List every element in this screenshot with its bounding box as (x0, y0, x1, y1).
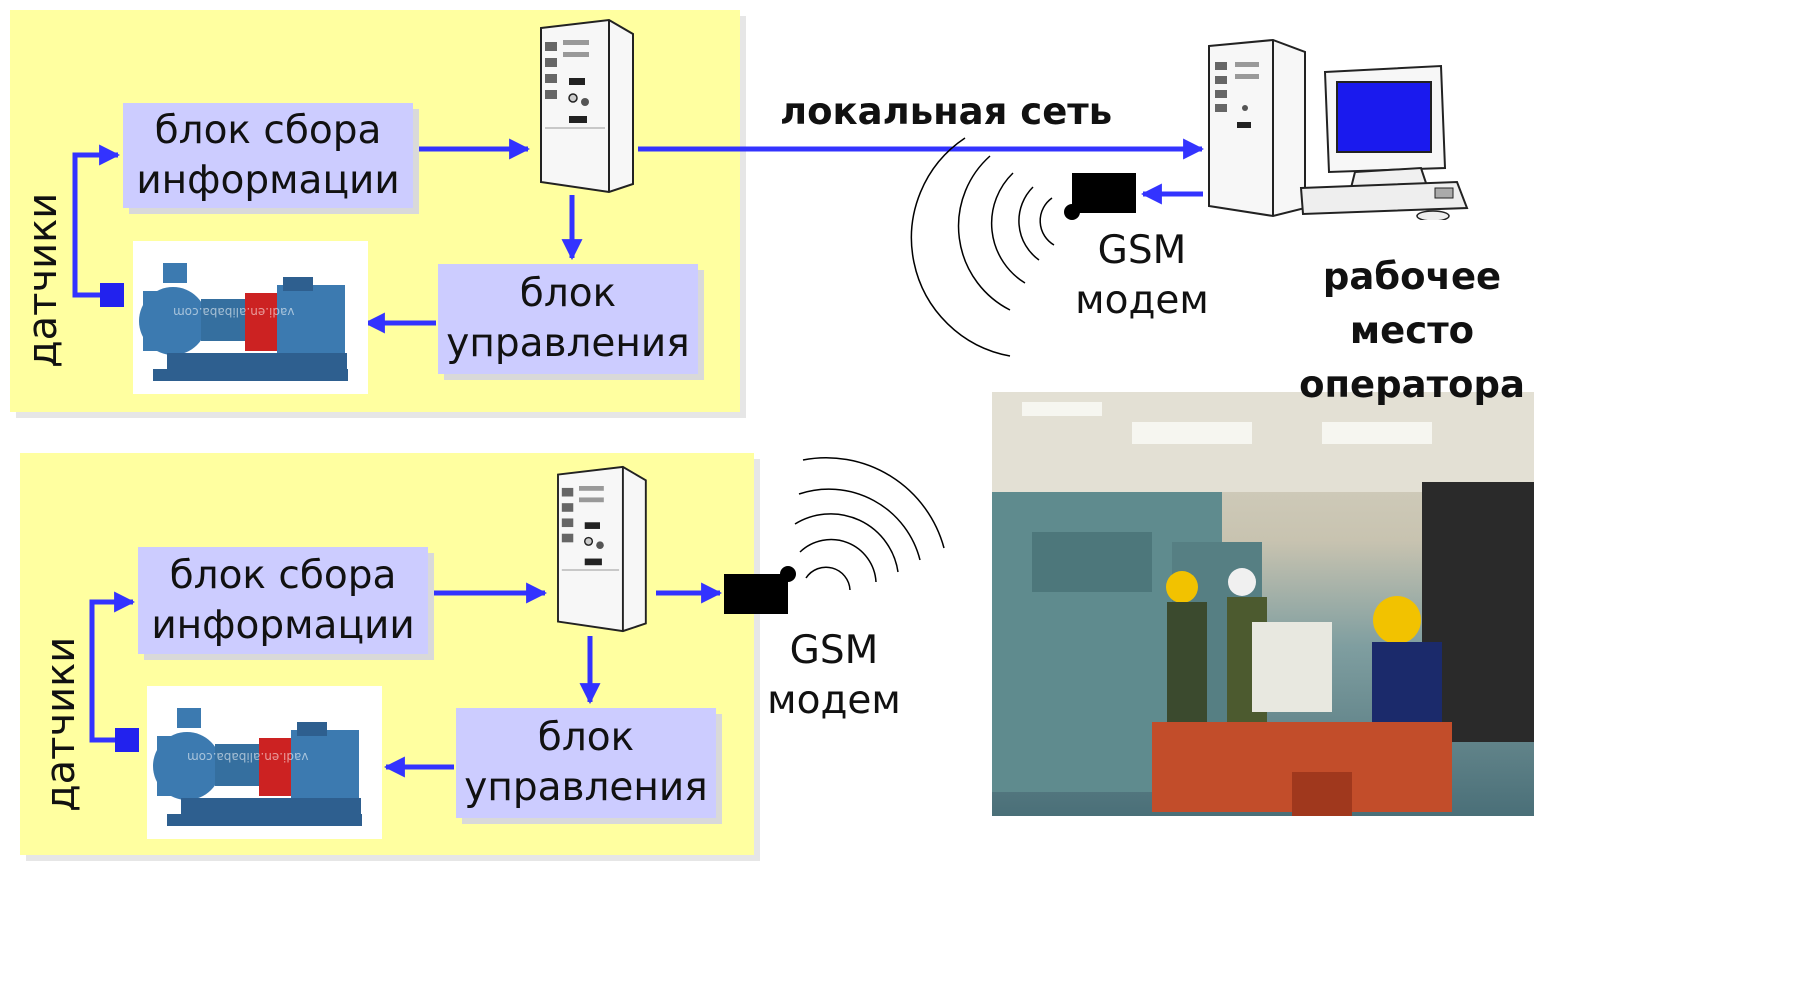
pump-motor-icon-top (139, 263, 348, 381)
server-cabinet-icon-top (540, 18, 634, 194)
gsm-label-top-line2: модем (1075, 278, 1209, 323)
sensor-loop-bottom (89, 591, 136, 743)
control-room-photo (992, 392, 1534, 816)
operator-workplace-label: рабочее место оператора (1262, 250, 1562, 412)
gsm-label-bottom: GSM модем (760, 626, 908, 726)
collector-block-top-line1: блок сбора (154, 107, 382, 153)
radio-waves-icon-bottom (794, 457, 945, 591)
gsm-modem-icon-top (1064, 173, 1136, 220)
control-block-top-line2: управления (446, 321, 690, 366)
radio-waves-icon-top (910, 137, 1055, 357)
control-block-bottom-line2: управления (464, 765, 708, 810)
pump-image-bottom: vadi.en.alibaba.com (147, 686, 382, 839)
operator-label-line1: рабочее место (1322, 255, 1502, 352)
control-block-top: блок управления (438, 264, 698, 374)
server-cabinet-icon-bottom (557, 465, 647, 633)
pump-watermark-bottom: vadi.en.alibaba.com (187, 750, 309, 764)
control-block-top-line1: блок (519, 271, 617, 316)
sensor-icon-top (100, 283, 124, 307)
gsm-label-bottom-line2: модем (767, 678, 901, 723)
local-network-label: локальная сеть (780, 90, 1113, 133)
gsm-label-top: GSM модем (1068, 226, 1216, 326)
pump-watermark-top: vadi.en.alibaba.com (173, 305, 295, 319)
sensor-loop-top (72, 144, 121, 298)
operator-computer-icon (1208, 38, 1469, 220)
collector-block-bottom-line2: информации (151, 602, 415, 648)
sensor-icon-bottom (115, 728, 139, 752)
pump-motor-icon-bottom (153, 708, 362, 826)
operator-label-line2: оператора (1299, 363, 1525, 406)
collector-block-top-line2: информации (136, 157, 400, 203)
sensors-label-bottom: датчики (38, 636, 84, 812)
gsm-label-bottom-line1: GSM (789, 628, 879, 673)
control-block-bottom: блок управления (456, 708, 716, 818)
collector-block-bottom: блок сбора информации (138, 547, 428, 654)
gsm-label-top-line1: GSM (1097, 228, 1187, 273)
gsm-modem-icon-bottom (724, 566, 796, 614)
collector-block-bottom-line1: блок сбора (169, 552, 397, 598)
control-block-bottom-line1: блок (537, 715, 635, 760)
collector-block-top: блок сбора информации (123, 103, 413, 208)
sensors-label-top: датчики (20, 192, 66, 368)
pump-image-top: vadi.en.alibaba.com (133, 241, 368, 394)
